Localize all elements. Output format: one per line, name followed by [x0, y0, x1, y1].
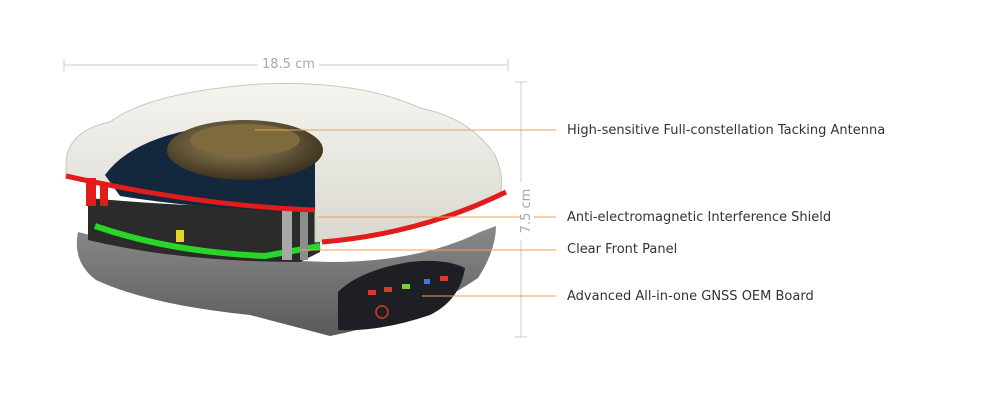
green-board — [94, 223, 321, 260]
receiver-illustration — [65, 83, 508, 336]
internal-post — [300, 212, 308, 260]
board-connector — [176, 230, 184, 242]
callout-label-shield: Anti-electromagnetic Interference Shield — [567, 210, 832, 225]
callout-label-front-panel: Clear Front Panel — [567, 242, 678, 257]
panel-led-icon — [402, 284, 410, 289]
red-seal-clip — [86, 178, 96, 206]
red-seal — [65, 173, 316, 213]
callout-label-oem-board: Advanced All-in-one GNSS OEM Board — [567, 289, 814, 304]
red-seal-clip — [100, 182, 108, 206]
height-dimension-label: 7.5 cm — [519, 182, 534, 240]
panel-led-icon — [368, 290, 376, 295]
internal-housing — [88, 198, 320, 262]
callout-lines — [255, 129, 556, 297]
callout-label-antenna: High-sensitive Full-constellation Tackin… — [567, 123, 886, 138]
panel-led-icon — [384, 287, 392, 292]
red-seal — [321, 189, 508, 245]
width-dimension-label: 18.5 cm — [258, 58, 319, 72]
antenna-element-top — [190, 124, 300, 156]
front-panel — [338, 260, 465, 331]
power-button-icon — [375, 305, 389, 319]
panel-led-icon — [424, 279, 430, 284]
panel-led-icon — [440, 276, 448, 281]
internal-post — [282, 210, 292, 260]
